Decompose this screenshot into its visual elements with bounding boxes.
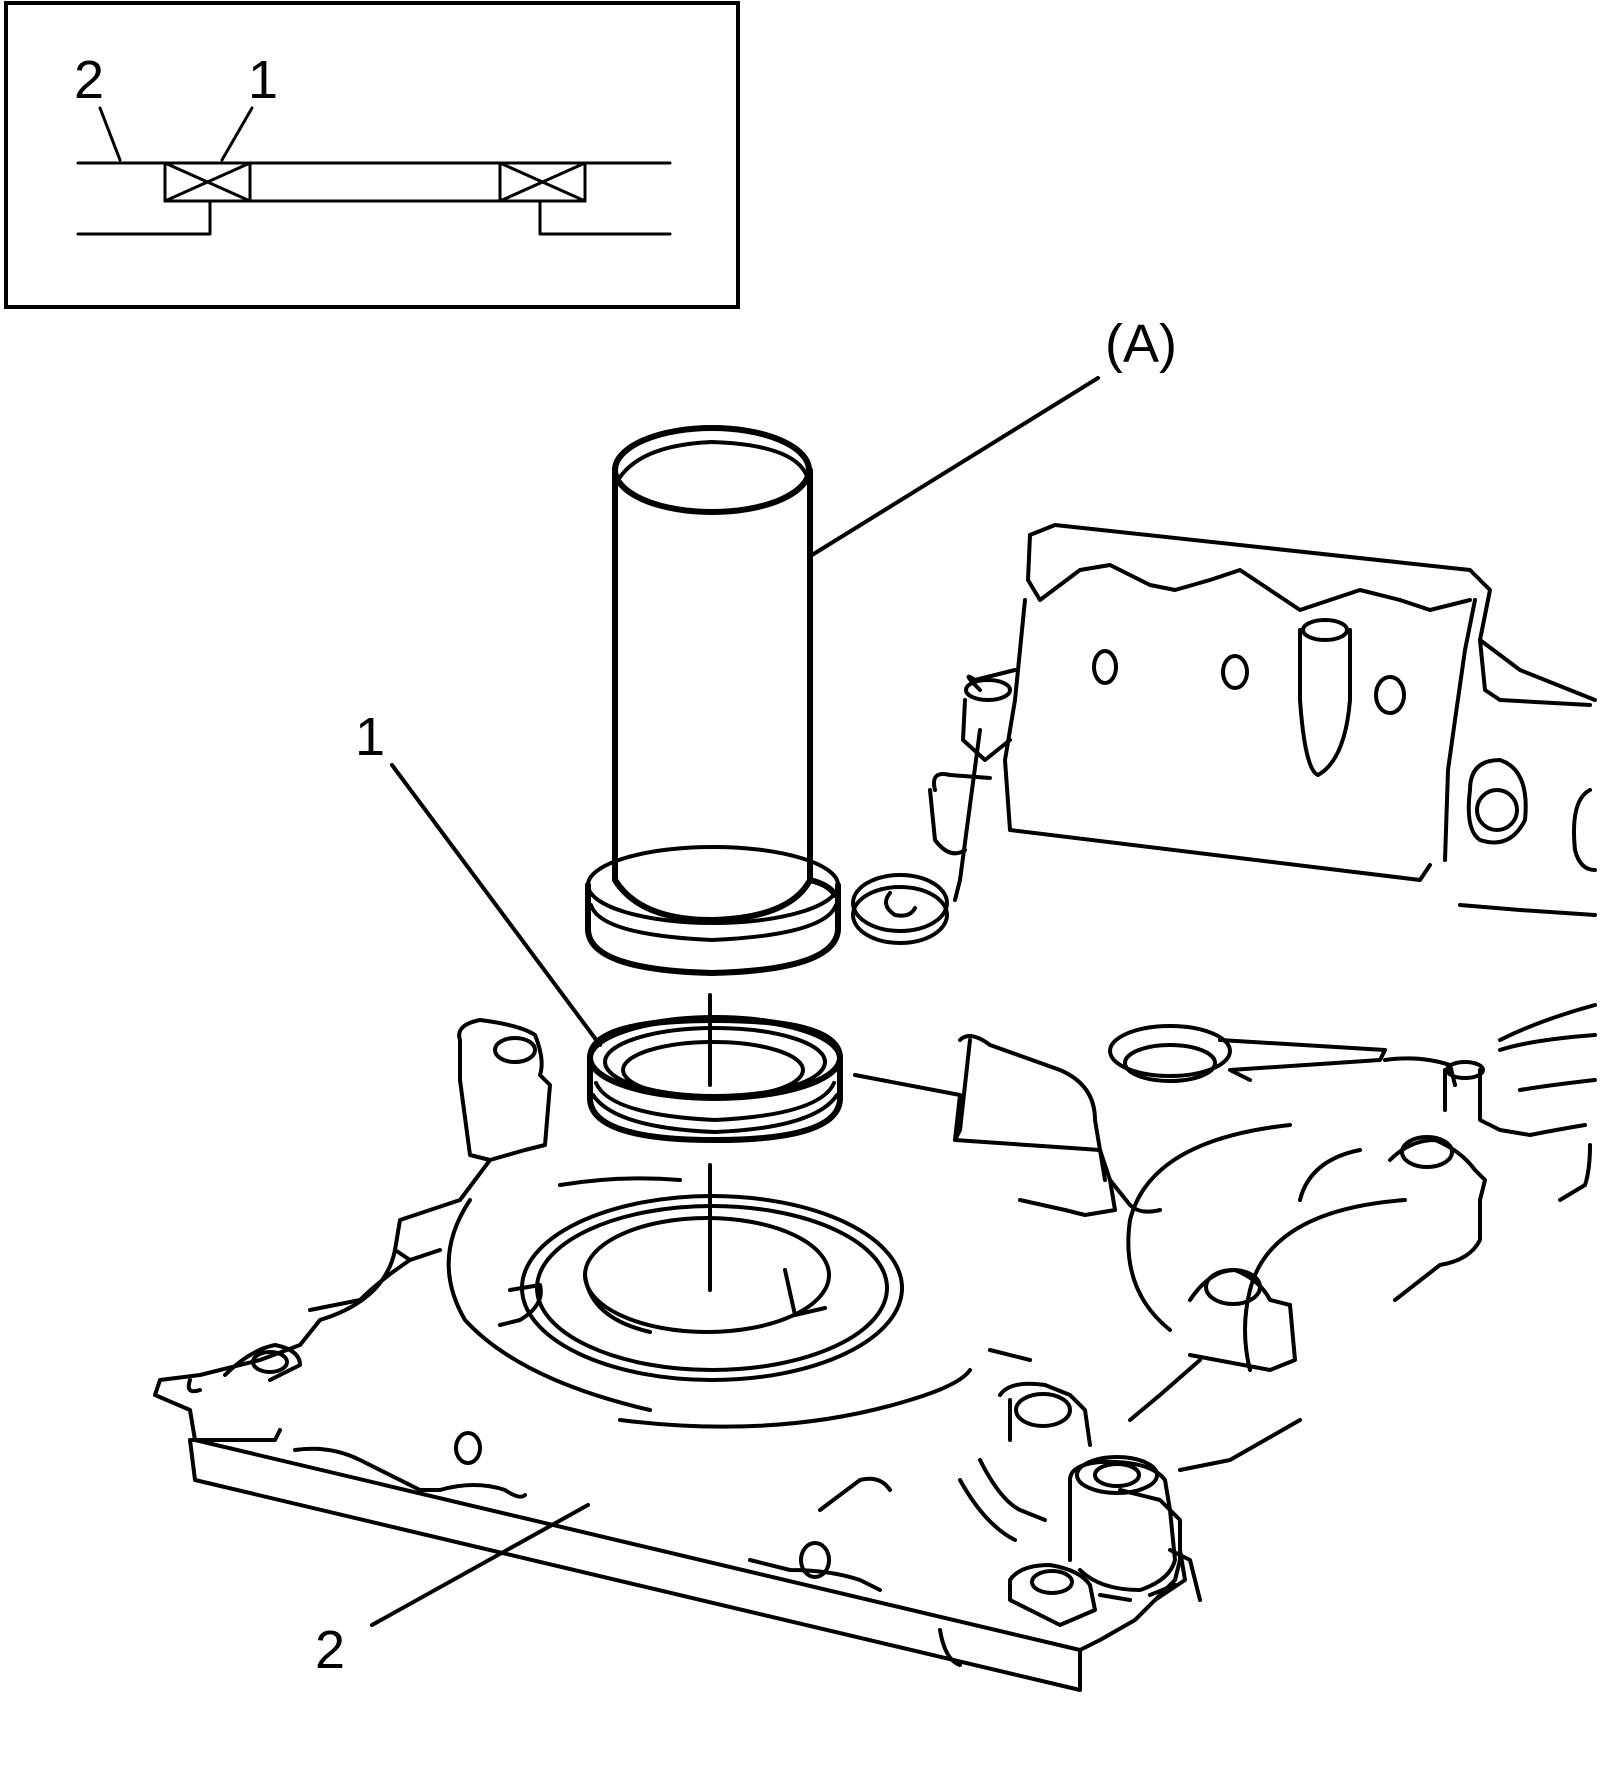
cover-dowel-washer (851, 873, 949, 945)
inset-seal-left (163, 161, 252, 203)
cover-main-plate (153, 1018, 1187, 1692)
label-tool: (A) (1105, 314, 1177, 374)
inset-label-seal: 1 (248, 50, 278, 110)
cover-upper-block (928, 523, 1597, 917)
leader-tool (810, 376, 1100, 557)
inset-detail: 2 1 (4, 1, 740, 309)
inset-frame (4, 1, 740, 309)
inset-seal-right (498, 161, 587, 203)
callout-tool: (A) (810, 314, 1177, 557)
oil-seal-installer-tool (585, 425, 841, 976)
callout-cover: 2 (315, 1503, 590, 1680)
inset-lower-step-left (76, 199, 212, 236)
inset-label-cover: 2 (74, 50, 104, 110)
oil-seal (587, 1015, 843, 1143)
label-oil-seal: 1 (355, 707, 385, 767)
inset-leader-cover (98, 106, 122, 162)
inset-lower-step-right (538, 199, 672, 236)
leader-cover (370, 1503, 590, 1627)
cover-right-section (853, 1003, 1597, 1627)
inset-leader-seal (220, 106, 254, 162)
leader-oil-seal (390, 763, 602, 1047)
timing-chain-cover (153, 523, 1597, 1692)
callout-oil-seal: 1 (355, 707, 602, 1047)
label-cover: 2 (315, 1620, 345, 1680)
